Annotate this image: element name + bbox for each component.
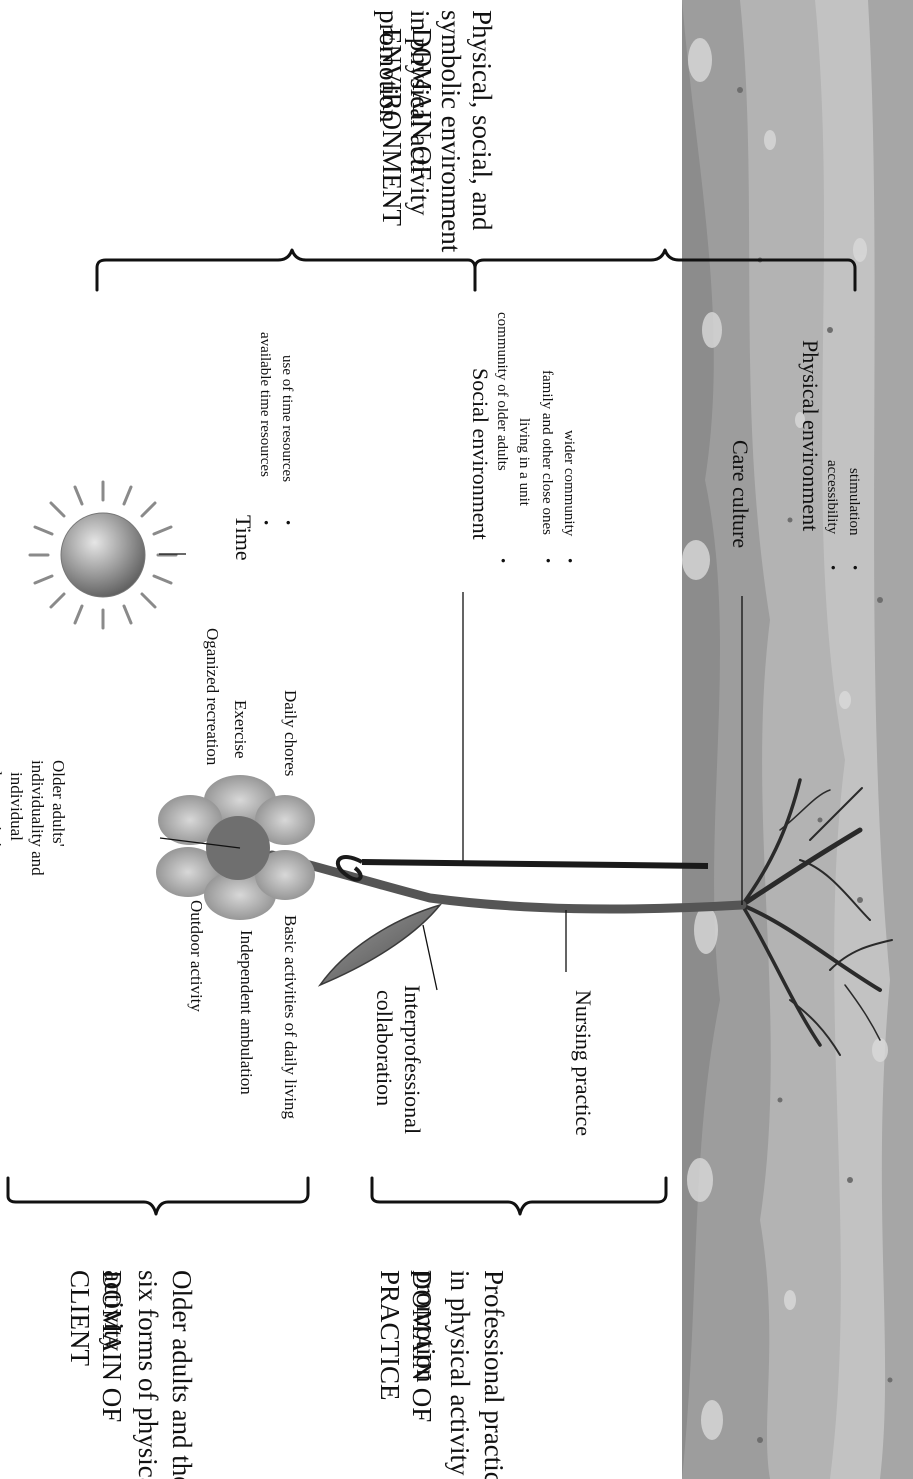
social-bullets: • community of older adults living in a … bbox=[494, 312, 577, 563]
social-bullet-3: wider community bbox=[561, 430, 577, 537]
time-bullet-glyph: • bbox=[279, 520, 295, 525]
time-bullet-1: available time resources bbox=[257, 332, 273, 477]
activity-daily-chores: Daily chores bbox=[281, 690, 300, 776]
physical-bullet-glyph: • bbox=[846, 565, 862, 570]
activity-independent-ambulation: Independent ambulation bbox=[237, 930, 256, 1095]
social-bullet-2: family and other close ones bbox=[539, 370, 555, 535]
flower-center-label: Older adults' individuality and individu… bbox=[0, 760, 68, 880]
activity-exercise: Exercise bbox=[231, 700, 250, 759]
social-bullet-1b: living in a unit bbox=[516, 418, 532, 507]
activity-basic-adl: Basic activities of daily living bbox=[281, 915, 300, 1119]
physical-bullet-2: stimulation bbox=[846, 468, 862, 536]
social-bullet-glyph: • bbox=[494, 558, 510, 563]
social-title: Social environment bbox=[468, 368, 493, 540]
interprofessional-label: Interprofessional collaboration bbox=[372, 985, 425, 1140]
ground-soil bbox=[682, 0, 913, 1479]
support-stake bbox=[362, 862, 708, 866]
physical-title: Physical environment bbox=[798, 340, 823, 531]
nursing-practice-label: Nursing practice bbox=[571, 990, 596, 1136]
social-bullet-1a: community of older adults bbox=[494, 312, 510, 471]
leaf bbox=[320, 905, 440, 985]
leader-interprofessional bbox=[423, 925, 437, 990]
brace-environment-left bbox=[97, 250, 475, 290]
activity-outdoor: Outdoor activity bbox=[187, 900, 206, 1012]
social-bullet-glyph: • bbox=[539, 558, 555, 563]
sun-icon bbox=[30, 482, 176, 628]
time-bullet-glyph: • bbox=[257, 520, 273, 525]
social-bullet-glyph: • bbox=[561, 558, 577, 563]
practice-description: Professional practice in physical activi… bbox=[411, 1270, 509, 1479]
physical-bullet-1: accessibility bbox=[824, 460, 840, 535]
brace-client bbox=[8, 1178, 308, 1214]
physical-bullet-glyph: • bbox=[824, 565, 840, 570]
activity-organized-recreation: Oganized recreation bbox=[203, 628, 222, 766]
care-culture-label: Care culture bbox=[728, 440, 753, 548]
time-bullet-2: use of time resources bbox=[279, 355, 295, 482]
time-title: Time bbox=[231, 515, 256, 561]
time-bullets: • available time resources • use of time… bbox=[257, 332, 295, 525]
brace-practice bbox=[372, 1178, 666, 1214]
